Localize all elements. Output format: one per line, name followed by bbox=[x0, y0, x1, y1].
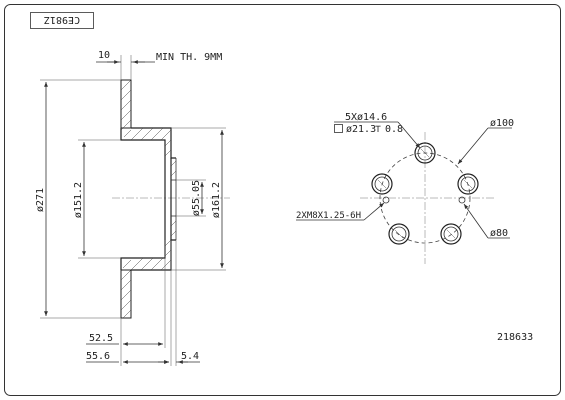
pcd-bolts-label: ø100 bbox=[490, 118, 514, 129]
dim-flange: 5.4 bbox=[181, 351, 199, 362]
threaded-hole bbox=[458, 196, 466, 204]
bolt-hole bbox=[440, 223, 462, 245]
counterbore-depth: 0.8 bbox=[385, 124, 403, 135]
disc-ring-top bbox=[120, 79, 132, 129]
bolt-hole bbox=[371, 173, 393, 195]
disc-ring-bottom bbox=[120, 269, 132, 319]
section-view: ø271 ø151.2 ø55.05 ø161.2 10 MIN TH. 9MM… bbox=[35, 50, 230, 366]
code-label: CE981Z bbox=[44, 14, 80, 25]
threaded-holes-label: 2XM8X1.25-6H bbox=[296, 211, 361, 221]
dim-hat-inner-dia: ø151.2 bbox=[73, 182, 84, 218]
dim-depth-1: 52.5 bbox=[89, 333, 113, 344]
depth-symbol: ⊤ bbox=[375, 124, 381, 135]
threaded-hole bbox=[382, 196, 390, 204]
bolt-hole bbox=[388, 223, 410, 245]
front-view: 5Xø14.6 ø21.3 ⊤ 0.8 ø100 2XM8X1.25-6H ø8… bbox=[296, 112, 514, 264]
drawing-frame bbox=[4, 4, 561, 396]
dim-hat-outer-dia: ø161.2 bbox=[211, 182, 222, 218]
pcd-threads-label: ø80 bbox=[490, 228, 508, 239]
dim-min-thickness: MIN TH. 9MM bbox=[156, 52, 222, 63]
dim-outer-dia: ø271 bbox=[35, 188, 46, 212]
bolt-hole bbox=[414, 142, 436, 164]
part-number: 218633 bbox=[497, 332, 533, 343]
dim-center-bore: ø55.05 bbox=[191, 180, 202, 216]
code-box bbox=[30, 12, 94, 29]
bolt-hole bbox=[457, 173, 479, 195]
dim-top-width: 10 bbox=[98, 50, 110, 61]
counterbore-label: ø21.3 bbox=[346, 124, 376, 135]
bolt-holes-label: 5Xø14.6 bbox=[345, 112, 387, 123]
counterbore-symbol bbox=[334, 124, 343, 133]
dim-depth-2: 55.6 bbox=[86, 351, 110, 362]
